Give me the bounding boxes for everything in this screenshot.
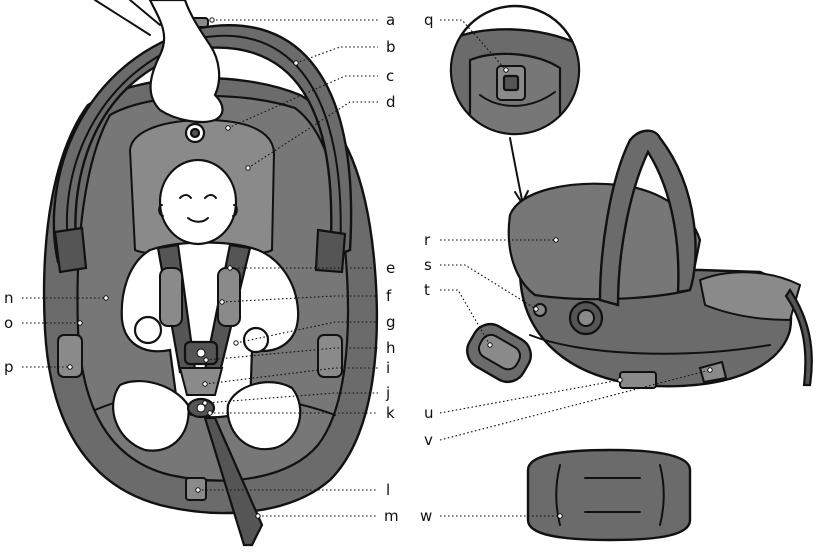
side-pod-right: [318, 335, 342, 377]
side-pod-left: [58, 335, 82, 377]
label-e: e: [386, 259, 395, 277]
label-c: c: [386, 67, 394, 85]
side-view-seat: [509, 131, 812, 388]
seat-cushion-pad: [528, 450, 690, 540]
label-d: d: [386, 93, 396, 111]
label-f: f: [386, 287, 392, 305]
baby-leg-right: [228, 382, 301, 449]
label-j: j: [385, 384, 390, 402]
handle-pivot-left: [55, 228, 86, 272]
detail-zoom-view: [450, 6, 580, 203]
handle-pivot-right: [316, 230, 345, 272]
label-w: w: [420, 507, 432, 525]
label-k: k: [386, 404, 395, 422]
label-l: l: [386, 481, 390, 499]
label-t: t: [424, 281, 430, 299]
baby-hand-left: [135, 317, 161, 343]
label-s: s: [424, 256, 432, 274]
label-h: h: [386, 339, 396, 357]
label-n: n: [4, 289, 14, 307]
shoulder-pad-right: [218, 268, 240, 326]
label-v: v: [424, 431, 433, 449]
shoulder-pad-left: [160, 268, 182, 326]
label-b: b: [386, 38, 396, 56]
label-u: u: [424, 404, 434, 422]
detached-insert: [461, 318, 538, 389]
label-g: g: [386, 313, 396, 331]
crotch-pad: [180, 368, 222, 395]
label-o: o: [4, 314, 13, 332]
front-view-seat: [44, 0, 377, 545]
label-r: r: [424, 231, 431, 249]
label-a: a: [386, 11, 395, 29]
baby-hand-right: [244, 328, 268, 352]
label-q: q: [424, 11, 434, 29]
baby-head: [160, 160, 236, 244]
label-m: m: [384, 507, 399, 525]
label-i: i: [386, 359, 390, 377]
label-p: p: [4, 358, 14, 376]
